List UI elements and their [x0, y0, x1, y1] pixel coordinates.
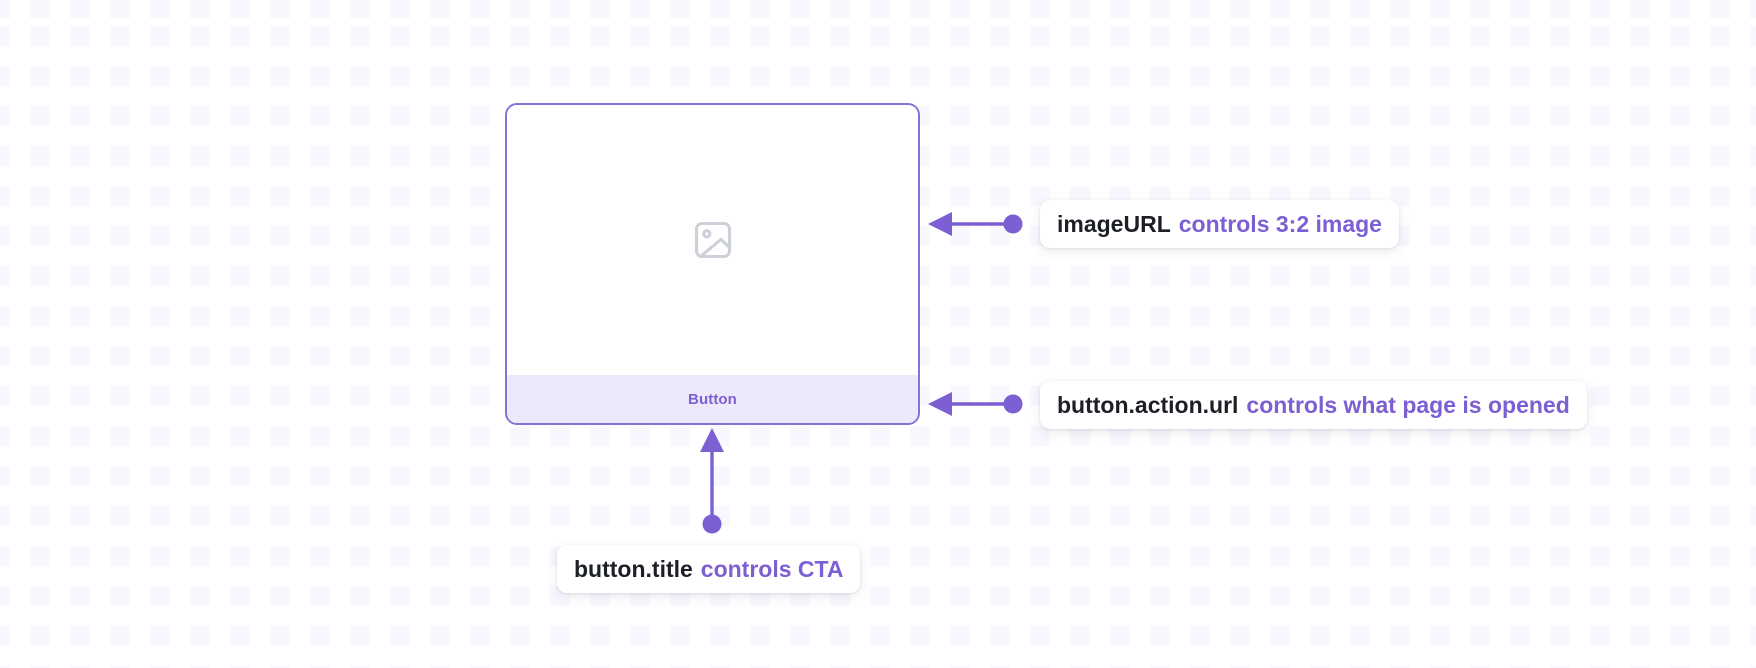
annotation-button-title[interactable]: button.title controls CTA: [557, 545, 861, 594]
annotation-button-action-url[interactable]: button.action.url controls what page is …: [1040, 381, 1587, 430]
card-button-bar[interactable]: Button: [507, 375, 918, 423]
card-preview[interactable]: Button: [505, 103, 920, 425]
annotation-description: controls what page is opened: [1246, 392, 1570, 418]
annotation-description: controls 3:2 image: [1178, 211, 1382, 237]
annotation-code: button.action.url: [1057, 392, 1239, 418]
connector-button-title: [700, 428, 724, 534]
annotation-code: button.title: [574, 556, 693, 582]
card-button-label: Button: [688, 390, 737, 408]
annotation-code: imageURL: [1057, 211, 1171, 237]
connector-image-url: [928, 212, 1023, 236]
image-placeholder-icon: [691, 218, 735, 262]
connector-button-action-url: [928, 392, 1023, 416]
annotation-image-url[interactable]: imageURL controls 3:2 image: [1040, 200, 1399, 249]
annotation-description: controls CTA: [700, 556, 844, 582]
card-image-area[interactable]: [507, 105, 918, 375]
